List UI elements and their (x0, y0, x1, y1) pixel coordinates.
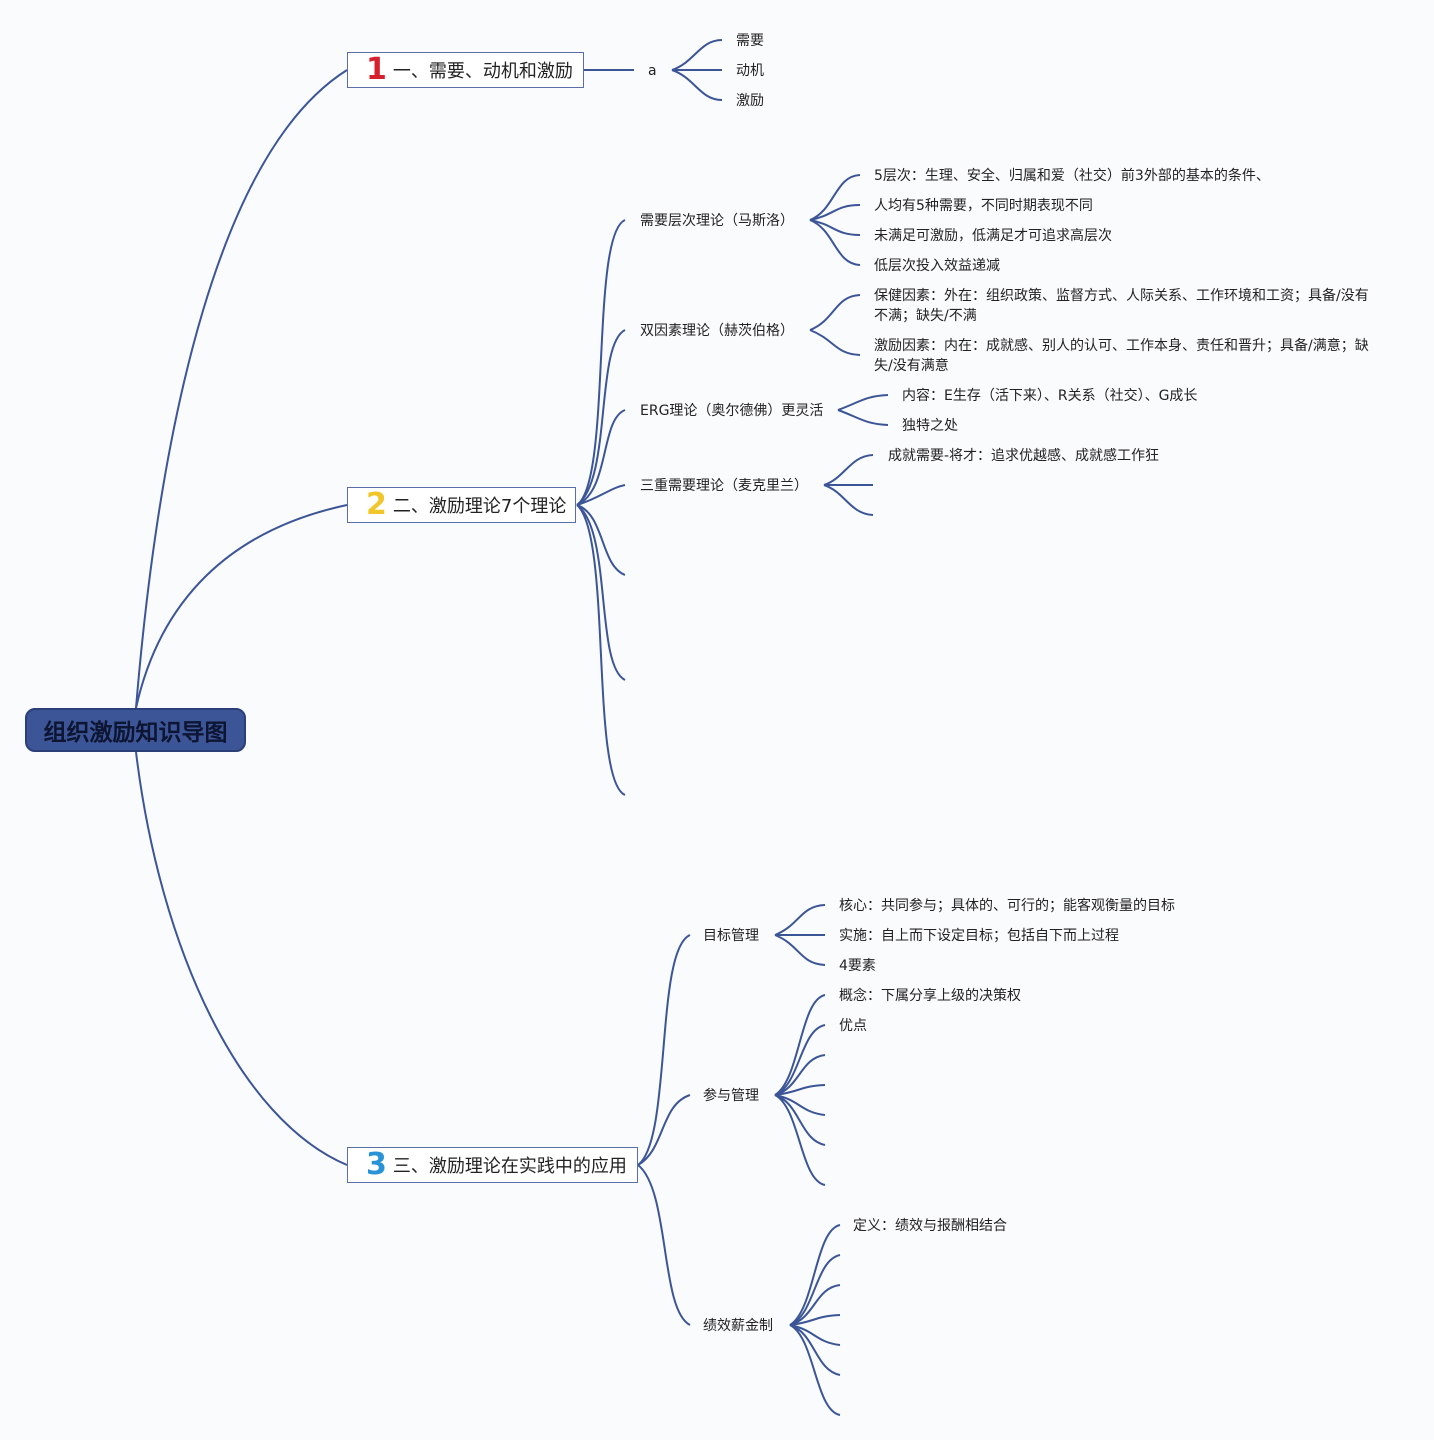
participation-leaf[interactable]: 概念：下属分享上级的决策权 (839, 988, 1021, 1004)
pay-leaf[interactable]: 定义：绩效与报酬相结合 (853, 1218, 1007, 1234)
t1-leaf[interactable]: 动机 (736, 63, 764, 79)
link-erg-leaf1 (837, 394, 889, 411)
maslow-leaf[interactable]: 低层次投入效益递减 (874, 258, 1000, 274)
herzberg-leaf[interactable]: 激励因素：内在：成就感、别人的认可、工作本身、责任和晋升；具备/满意；缺失/没有… (874, 338, 1369, 374)
t2-mcclelland-node[interactable]: 三重需要理论（麦克里兰） (640, 478, 808, 494)
link-topic3-participation (637, 1094, 691, 1166)
link-pay-leaf6 (789, 1324, 841, 1376)
link-herzberg-leaf2 (809, 329, 861, 356)
topic-2-number: 2 (366, 487, 387, 522)
link-topic2-empty2 (576, 504, 626, 681)
t1-leaf[interactable]: 需要 (736, 33, 764, 49)
topic-1-label: 一、需要、动机和激励 (392, 61, 573, 82)
link-mbo-leaf3 (774, 934, 826, 966)
link-maslow-leaf3 (809, 219, 861, 236)
link-root-topic3 (135, 751, 348, 1166)
topic-1-number: 1 (366, 52, 387, 87)
t2-erg-node[interactable]: ERG理论（奥尔德佛）更灵活 (640, 403, 824, 419)
t1-sub-node[interactable]: a (648, 63, 657, 79)
maslow-leaf[interactable]: 未满足可激励，低满足才可追求高层次 (874, 228, 1112, 244)
maslow-leaf[interactable]: 5层次：生理、安全、归属和爱（社交）前3外部的基本的条件、 (874, 168, 1270, 184)
link-participation-leaf6 (774, 1094, 826, 1146)
topic-3-node[interactable]: 3 三、激励理论在实践中的应用 (347, 1147, 638, 1183)
link-maslow-leaf1 (809, 174, 861, 221)
topic-2-node[interactable]: 2 二、激励理论7个理论 (347, 487, 576, 523)
link-participation-leaf3 (774, 1054, 826, 1096)
link-participation-leaf2 (774, 1024, 826, 1096)
link-mbo-leaf1 (774, 904, 826, 936)
topic-1-node[interactable]: 1 一、需要、动机和激励 (347, 52, 584, 88)
herzberg-leaf[interactable]: 保健因素：外在：组织政策、监督方式、人际关系、工作环境和工资；具备/没有不满；缺… (874, 288, 1369, 324)
link-participation-leaf1 (774, 994, 826, 1096)
link-root-topic1 (135, 69, 348, 709)
t2-herzberg-node[interactable]: 双因素理论（赫茨伯格） (640, 323, 794, 339)
link-a-leaf3 (671, 69, 723, 101)
link-erg-leaf2 (837, 409, 889, 426)
link-pay-leaf2 (789, 1254, 841, 1326)
link-topic2-erg (576, 409, 626, 506)
mbo-leaf[interactable]: 4要素 (839, 958, 876, 974)
link-mcclelland-leaf1 (823, 454, 874, 486)
link-maslow-leaf2 (809, 204, 861, 221)
t3-pay-node[interactable]: 绩效薪金制 (703, 1318, 773, 1334)
link-root-topic2 (135, 504, 348, 709)
mbo-leaf[interactable]: 核心：共同参与；具体的、可行的；能客观衡量的目标 (839, 898, 1175, 914)
topic-3-number: 3 (366, 1147, 387, 1182)
t3-participation-node[interactable]: 参与管理 (703, 1088, 759, 1104)
t2-maslow-node[interactable]: 需要层次理论（马斯洛） (640, 213, 794, 229)
link-pay-leaf4 (789, 1314, 841, 1326)
topic-3-label: 三、激励理论在实践中的应用 (392, 1156, 627, 1177)
link-herzberg-leaf1 (809, 294, 861, 331)
root-node[interactable]: 组织激励知识导图 (25, 708, 246, 752)
link-participation-leaf4 (774, 1084, 826, 1096)
link-topic2-mcclelland (576, 484, 626, 506)
t1-leaf[interactable]: 激励 (736, 93, 764, 109)
link-a-leaf1 (671, 39, 723, 71)
topic-2-label: 二、激励理论7个理论 (392, 496, 567, 517)
link-topic2-empty3 (576, 504, 626, 796)
link-topic2-empty1 (576, 504, 626, 576)
t3-mbo-node[interactable]: 目标管理 (703, 928, 759, 944)
link-topic3-mbo (637, 934, 691, 1166)
mbo-leaf[interactable]: 实施：自上而下设定目标；包括自下而上过程 (839, 928, 1119, 944)
link-topic2-herzberg (576, 329, 626, 506)
link-participation-leaf7 (774, 1094, 826, 1186)
erg-leaf[interactable]: 内容：E生存（活下来）、R关系（社交）、G成长 (902, 388, 1198, 404)
link-topic3-pay (637, 1164, 691, 1326)
participation-leaf[interactable]: 优点 (839, 1018, 867, 1034)
link-topic2-maslow (576, 219, 626, 506)
link-maslow-leaf4 (809, 219, 861, 266)
link-pay-leaf3 (789, 1284, 841, 1326)
link-mcclelland-leaf3 (823, 484, 874, 516)
mcclelland-leaf[interactable]: 成就需要-将才：追求优越感、成就感工作狂 (888, 448, 1160, 464)
erg-leaf[interactable]: 独特之处 (902, 418, 958, 434)
link-pay-leaf1 (789, 1224, 841, 1326)
link-pay-leaf7 (789, 1324, 841, 1416)
maslow-leaf[interactable]: 人均有5种需要，不同时期表现不同 (874, 198, 1093, 214)
